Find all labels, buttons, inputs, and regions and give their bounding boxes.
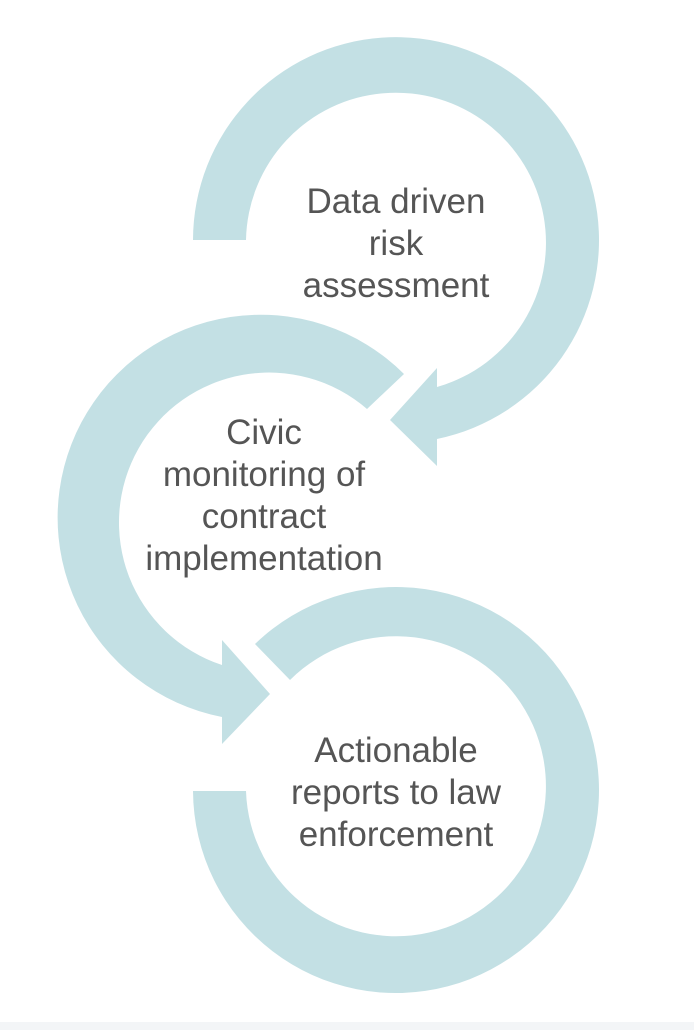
arrow-ring-contract-monitoring xyxy=(57,314,404,744)
stage-label-line: reports to law xyxy=(291,773,502,812)
page-bottom-edge xyxy=(0,1022,694,1030)
stage-label-line: Data driven xyxy=(307,182,486,221)
stage-label-line: implementation xyxy=(145,539,382,578)
stage-label-line: risk xyxy=(369,224,424,263)
stage-label-line: contract xyxy=(202,497,327,536)
stage-label-line: monitoring of xyxy=(163,455,366,494)
stage-label-line: Actionable xyxy=(314,731,477,770)
arc-risk-assessment xyxy=(193,37,599,466)
arc-contract-monitoring xyxy=(57,314,404,744)
stage-label-line: Civic xyxy=(226,413,302,452)
stage-label-line: enforcement xyxy=(299,815,494,854)
stage-label-line: assessment xyxy=(303,266,490,305)
arrow-ring-risk-assessment xyxy=(193,37,599,466)
